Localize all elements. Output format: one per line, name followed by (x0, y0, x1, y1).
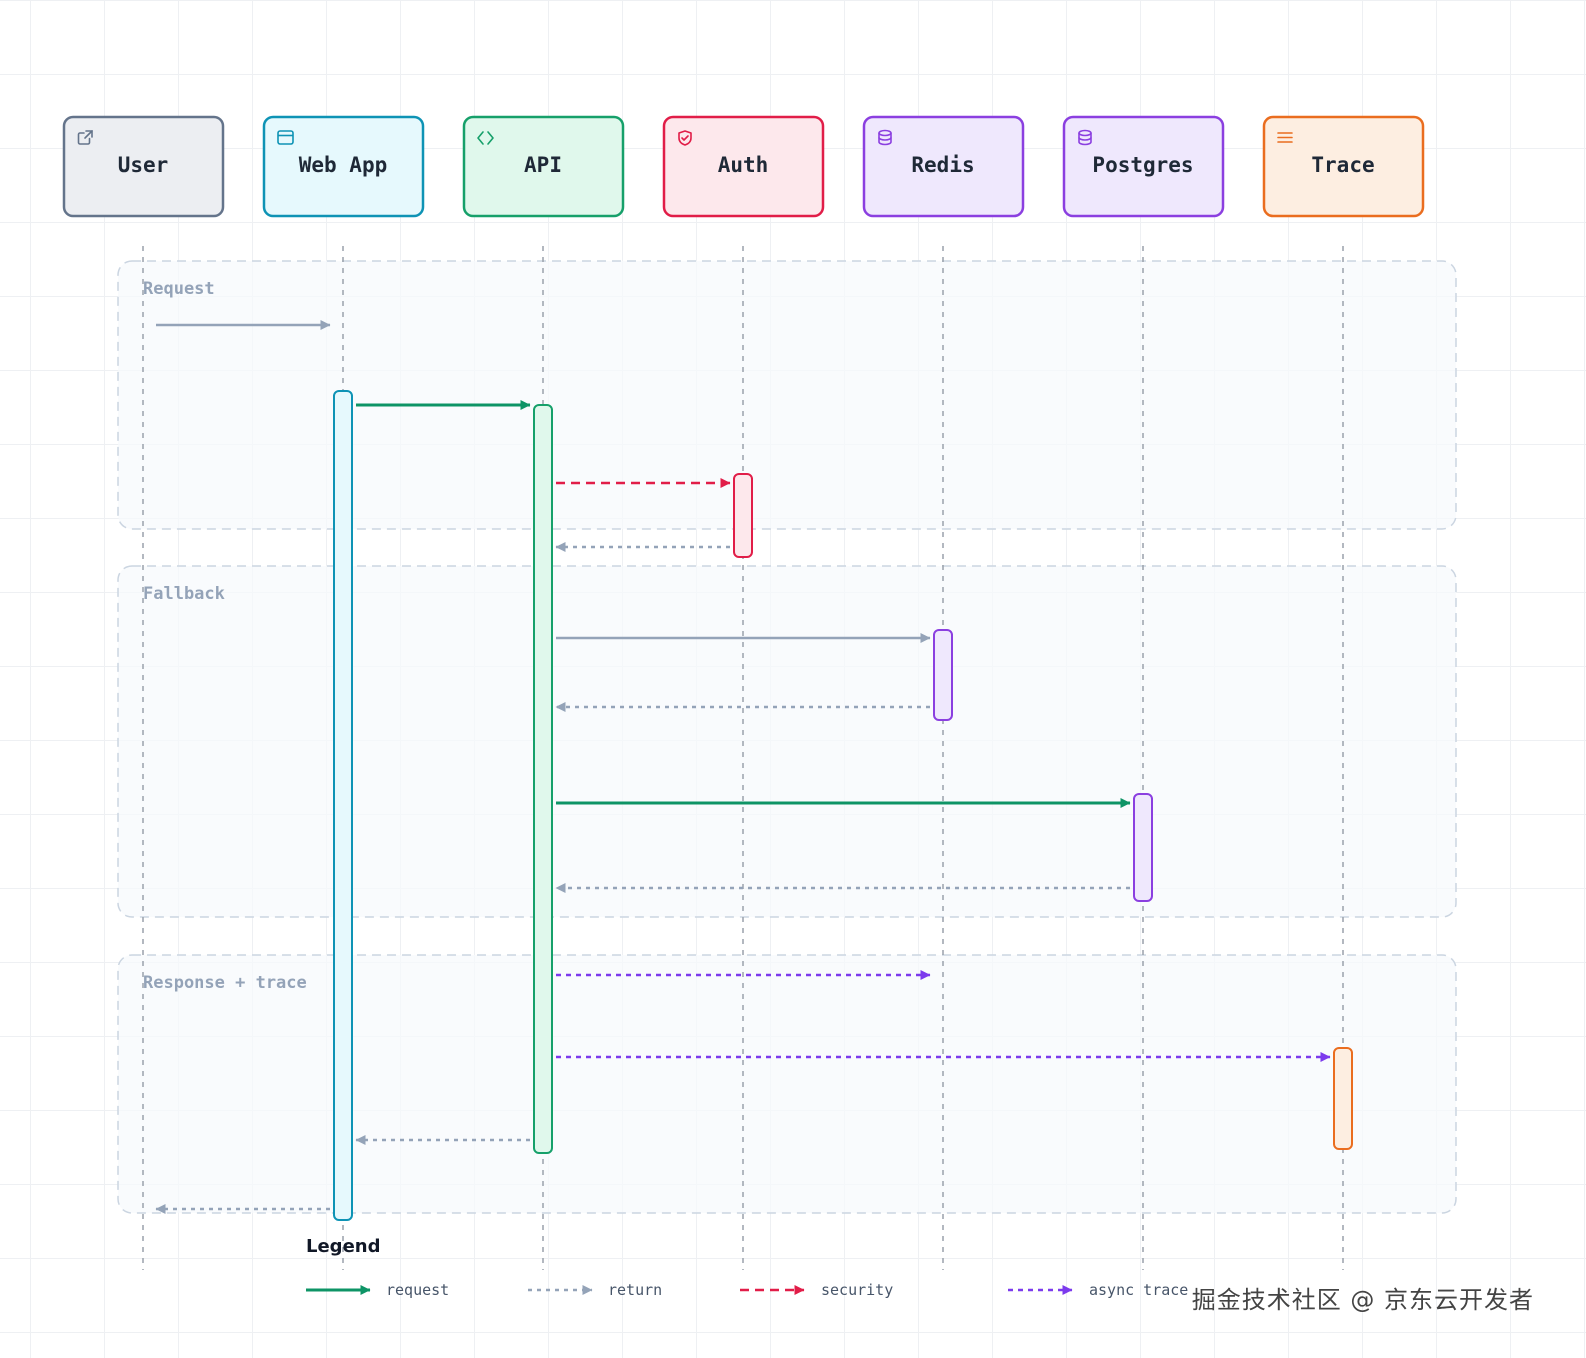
activation-trace (1333, 1047, 1353, 1150)
browser-window-icon (277, 130, 294, 145)
database-icon (878, 129, 892, 146)
participant-label-webapp: Web App (299, 153, 388, 177)
participant-label-postgres: Postgres (1092, 153, 1193, 177)
watermark-text: 掘金技术社区 @ 京东云开发者 (1191, 1286, 1534, 1314)
messages (155, 320, 1331, 1214)
legend-label-request: request (386, 1281, 449, 1299)
participant-api: API (462, 115, 625, 218)
participant-label-auth: Auth (718, 153, 769, 177)
group-label-request: Request (143, 279, 215, 299)
group-label-response-trace: Response + trace (143, 973, 307, 993)
group-response-trace: Response + trace (117, 954, 1457, 1214)
participant-postgres: Postgres (1062, 115, 1225, 218)
activations (333, 390, 1353, 1221)
legend-item-request: request (306, 1281, 449, 1299)
shield-check-icon (678, 130, 692, 146)
participant-label-api: API (524, 153, 562, 177)
external-link-icon (77, 130, 93, 145)
legend-title: Legend (306, 1236, 380, 1257)
activation-api (533, 404, 553, 1154)
participant-webapp: Web App (262, 115, 425, 218)
participant-trace: Trace (1262, 115, 1425, 218)
legend-item-return: return (528, 1281, 662, 1299)
group-label-fallback: Fallback (143, 584, 225, 604)
legend: Legend request return security async tra… (306, 1236, 1188, 1299)
participant-redis: Redis (862, 115, 1025, 218)
code-brackets-icon (477, 131, 494, 145)
activation-webapp (333, 390, 353, 1221)
participant-label-trace: Trace (1311, 153, 1374, 177)
participant-auth: Auth (662, 115, 825, 218)
legend-label-security: security (821, 1281, 893, 1299)
legend-item-async: async trace (1008, 1281, 1188, 1299)
database-icon (1078, 129, 1092, 146)
activation-redis (933, 629, 953, 721)
participant-label-user: User (118, 153, 169, 177)
legend-label-return: return (608, 1281, 662, 1299)
participant-label-redis: Redis (911, 153, 974, 177)
participant-user: User (62, 115, 225, 218)
legend-label-async: async trace (1089, 1281, 1188, 1299)
legend-item-security: security (740, 1281, 893, 1299)
group-fallback: Fallback (117, 565, 1457, 918)
activation-auth (733, 473, 753, 558)
activation-postgres (1133, 793, 1153, 902)
list-lines-icon (1277, 132, 1293, 143)
group-request: Request (117, 260, 1457, 530)
